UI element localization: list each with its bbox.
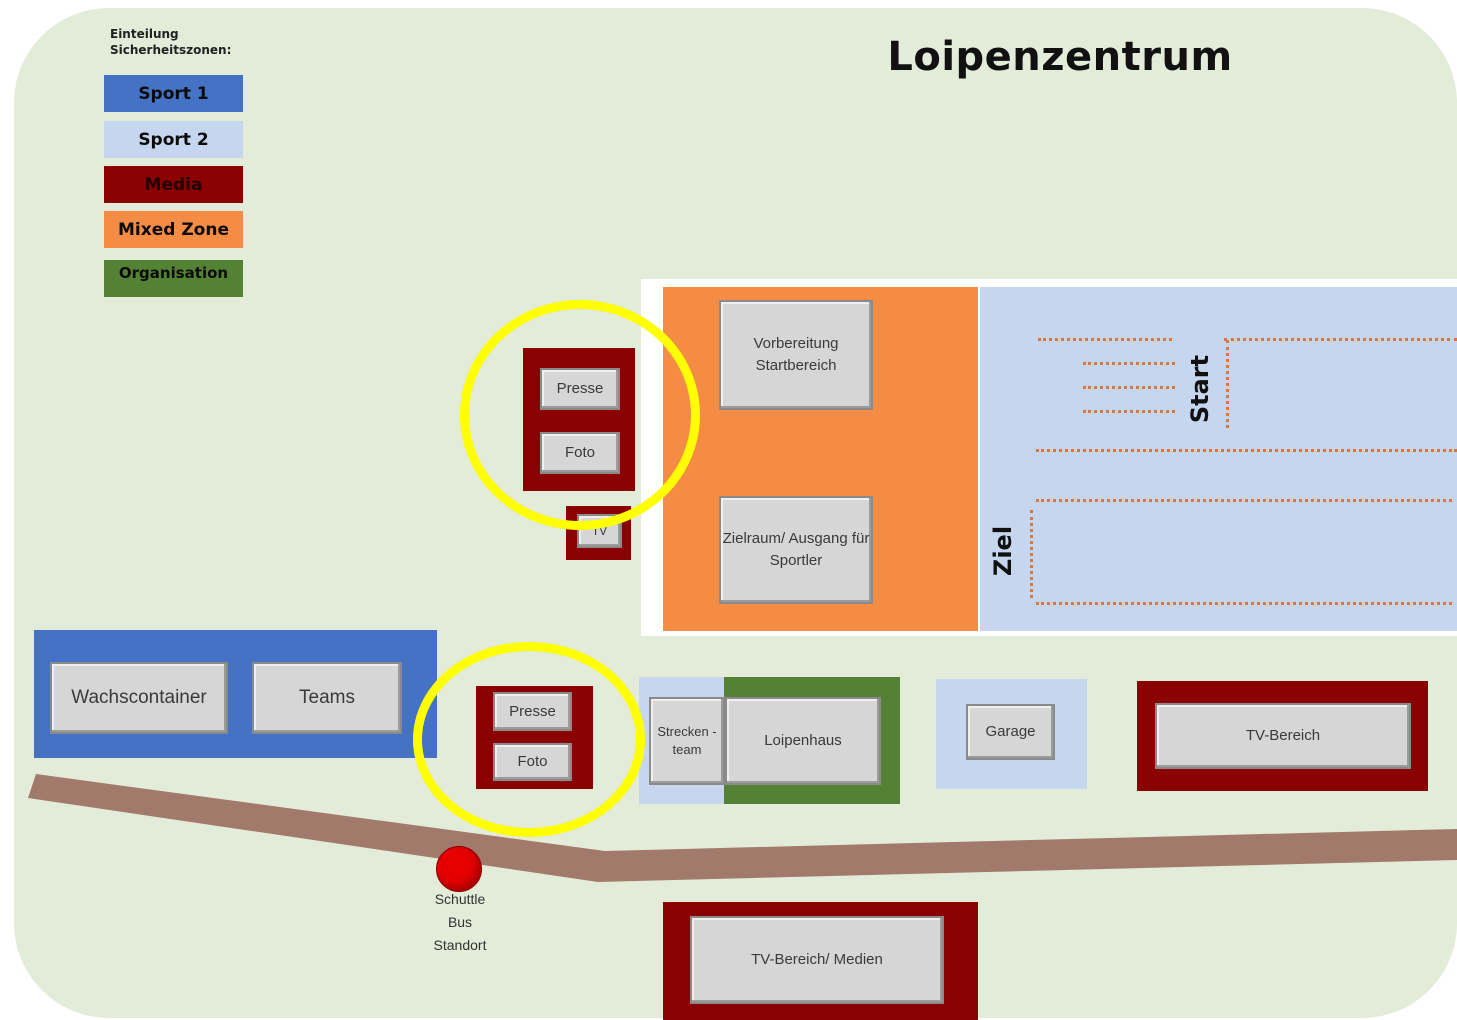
start-line <box>1226 340 1229 428</box>
legend-sport-1: Sport 1 <box>104 75 243 112</box>
finish-lane-line <box>1036 499 1452 502</box>
finish-line <box>1030 510 1033 598</box>
start-lane-line <box>1038 338 1172 341</box>
legend-heading: Einteilung Sicherheitszonen: <box>110 26 310 58</box>
loipenhaus-box: Loipenhaus <box>725 697 881 785</box>
highlight-ring-upper <box>460 300 700 530</box>
shuttle-caption: Schuttle Bus Standort <box>400 888 520 957</box>
legend-media: Media <box>104 166 243 203</box>
page-title: Loipenzentrum <box>887 34 1233 80</box>
legend-sport-2: Sport 2 <box>104 121 243 158</box>
tv-bereich-medien-box: TV-Bereich/ Medien <box>690 916 944 1004</box>
shuttle-caption-line2: Bus <box>447 914 473 930</box>
vorbereitung-startbereich-box: Vorbereitung Startbereich <box>719 300 873 410</box>
start-label: Start <box>1186 354 1214 424</box>
ziel-label: Ziel <box>989 525 1017 577</box>
teams-box: Teams <box>252 662 402 734</box>
zielraum-box: Zielraum/ Ausgang für Sportler <box>719 496 873 604</box>
legend-heading-line1: Einteilung <box>110 27 179 41</box>
course-area <box>980 287 1457 631</box>
streckenteam-box: Strecken -team <box>649 697 725 785</box>
legend-heading-line2: Sicherheitszonen: <box>110 43 232 57</box>
track-line <box>1036 449 1457 452</box>
start-lane-line <box>1083 410 1175 413</box>
start-lane-line <box>1083 386 1175 389</box>
bus-stop-icon <box>436 846 482 892</box>
shuttle-caption-line3: Standort <box>433 937 487 953</box>
shuttle-caption-line1: Schuttle <box>434 891 486 907</box>
wachscontainer-box: Wachscontainer <box>50 662 228 734</box>
tv-bereich-box: TV-Bereich <box>1155 703 1411 769</box>
start-lane-line <box>1083 362 1175 365</box>
garage-box: Garage <box>966 704 1055 760</box>
start-lane-line <box>1224 338 1457 341</box>
legend-organisation: Organisation <box>104 260 243 297</box>
finish-lane-line <box>1036 602 1452 605</box>
highlight-ring-lower <box>413 642 645 837</box>
legend-mixed-zone: Mixed Zone <box>104 211 243 248</box>
